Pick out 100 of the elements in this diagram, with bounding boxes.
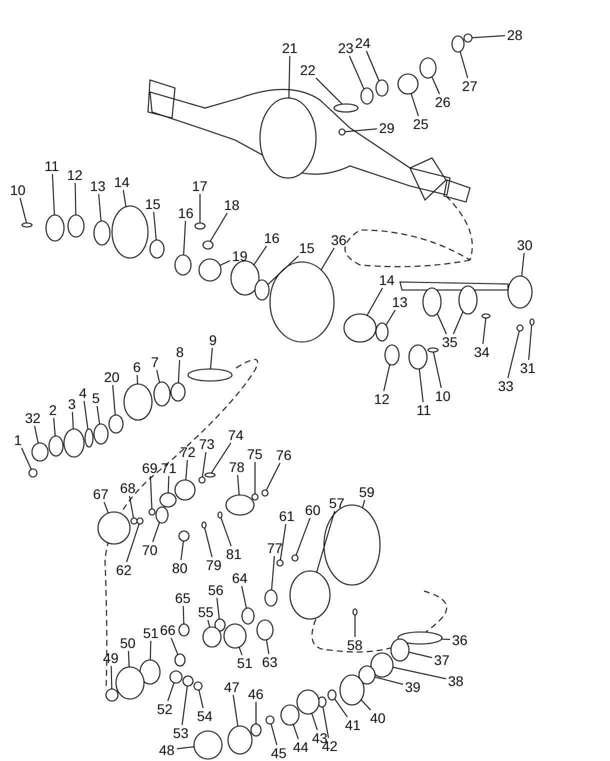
leader-line — [316, 510, 336, 573]
leader-line — [52, 174, 55, 216]
callout-number: 17 — [191, 179, 209, 193]
ring-part — [225, 494, 255, 516]
leader-line — [288, 56, 290, 98]
ring-part — [194, 222, 206, 230]
callout-number: 13 — [89, 179, 107, 193]
callout-number: 66 — [159, 623, 177, 637]
callout-number: 18 — [223, 198, 241, 212]
callout-number: 12 — [66, 168, 84, 182]
leader-line — [383, 364, 390, 392]
ring-part — [148, 508, 156, 516]
callout-number: 7 — [150, 355, 160, 369]
callout-number: 70 — [141, 543, 159, 557]
leader-line — [241, 586, 247, 609]
callout-number: 54 — [196, 709, 214, 723]
callout-number: 14 — [378, 273, 396, 287]
callout-number: 69 — [141, 461, 159, 475]
callout-number: 36 — [451, 633, 469, 647]
ring-part — [63, 428, 85, 458]
ring-part — [458, 285, 478, 315]
callout-number: 14 — [113, 175, 131, 189]
ring-part — [352, 608, 358, 616]
ring-part — [507, 275, 533, 309]
leader-line — [521, 252, 525, 277]
ring-part — [174, 653, 186, 667]
callout-number: 36 — [330, 233, 348, 247]
leader-line — [507, 330, 520, 378]
leader-line — [280, 524, 286, 560]
callout-number: 67 — [92, 487, 110, 501]
leader-line — [204, 527, 212, 558]
leader-line — [98, 194, 102, 222]
leader-line — [253, 246, 268, 266]
callout-number: 34 — [473, 345, 491, 359]
ring-part — [93, 220, 111, 246]
callout-number: 48 — [158, 743, 176, 757]
callout-number: 26 — [434, 95, 452, 109]
callout-number: 64 — [231, 571, 249, 585]
callout-number: 24 — [354, 36, 372, 50]
callout-number: 31 — [519, 361, 537, 375]
callout-number: 49 — [102, 651, 120, 665]
ring-part — [327, 689, 337, 701]
leader-line — [53, 418, 56, 437]
ring-part — [178, 530, 190, 542]
leader-line — [74, 182, 76, 216]
leader-line — [254, 462, 256, 494]
leader-line — [349, 56, 364, 90]
ring-part — [343, 313, 377, 343]
ring-part — [28, 468, 38, 478]
callout-number: 53 — [172, 726, 190, 740]
ring-part — [84, 428, 94, 448]
leader-line — [362, 500, 366, 508]
leader-line — [210, 442, 232, 474]
leader-line — [202, 452, 206, 478]
ring-part — [31, 442, 49, 462]
ring-part — [256, 619, 274, 641]
ring-part — [21, 222, 33, 228]
leader-line — [436, 313, 447, 334]
callout-number: 58 — [346, 638, 364, 652]
callout-number: 73 — [198, 437, 216, 451]
leader-line — [20, 198, 27, 224]
ring-part — [276, 559, 284, 567]
ring-part — [182, 675, 194, 687]
leader-line — [271, 556, 275, 590]
ring-part — [230, 260, 260, 296]
ring-part — [370, 652, 394, 678]
ring-part — [193, 730, 223, 760]
leader-line — [129, 496, 134, 518]
leader-line — [366, 288, 383, 316]
leader-line — [452, 311, 464, 334]
callout-number: 55 — [197, 605, 215, 619]
ring-part — [280, 704, 300, 726]
leader-line — [170, 638, 178, 656]
leader-line — [110, 666, 112, 690]
callout-number: 47 — [223, 680, 241, 694]
callout-number: 51 — [142, 626, 160, 640]
ring-part — [259, 97, 317, 179]
callout-number: 77 — [266, 541, 284, 555]
callout-number: 46 — [247, 687, 265, 701]
leader-line — [472, 35, 506, 38]
callout-number: 33 — [497, 379, 515, 393]
ring-part — [170, 382, 186, 402]
callout-number: 27 — [461, 79, 479, 93]
ring-part — [339, 674, 365, 706]
ring-part — [254, 279, 270, 301]
ring-part — [97, 511, 131, 545]
ring-part — [360, 87, 374, 105]
ring-part — [333, 103, 359, 113]
leader-line — [21, 448, 32, 470]
ring-part — [174, 254, 192, 276]
leader-line — [344, 128, 378, 132]
callout-number: 19 — [231, 249, 249, 263]
callout-number: 30 — [516, 238, 534, 252]
callout-number: 25 — [412, 117, 430, 131]
ring-part — [529, 318, 535, 326]
callout-number: 65 — [174, 591, 192, 605]
ring-part — [250, 723, 262, 737]
callout-number: 13 — [391, 295, 409, 309]
leader-line — [334, 698, 348, 718]
callout-number: 40 — [369, 711, 387, 725]
